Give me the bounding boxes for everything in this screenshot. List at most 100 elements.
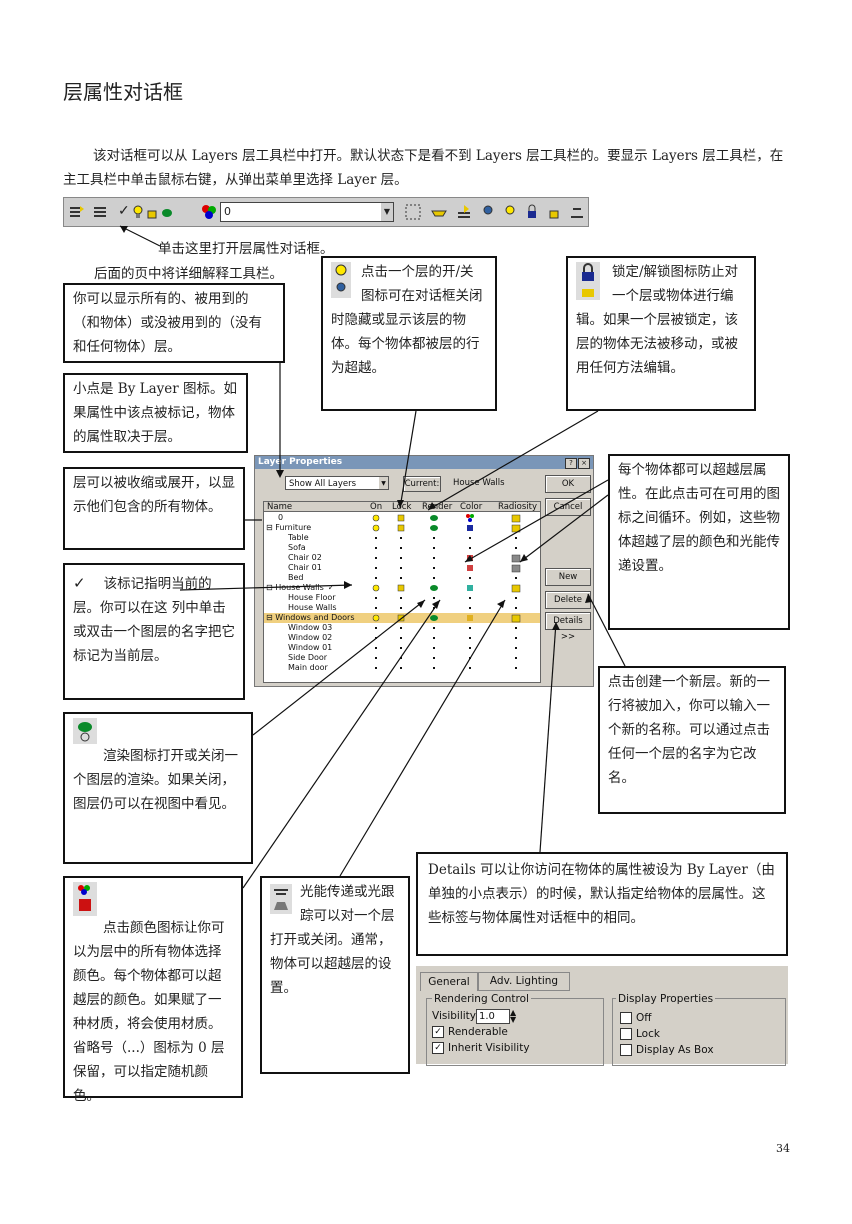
ok-button[interactable]: OK: [545, 475, 591, 493]
checkbox-icon[interactable]: ✓: [432, 1042, 444, 1054]
by-layer-dot[interactable]: [469, 657, 471, 659]
by-layer-dot[interactable]: [400, 547, 402, 549]
select-by-layer-icon[interactable]: [404, 203, 422, 221]
layer-properties-icon[interactable]: [92, 203, 110, 221]
by-layer-dot[interactable]: [469, 547, 471, 549]
by-layer-dot[interactable]: [375, 597, 377, 599]
by-layer-dot[interactable]: [433, 547, 435, 549]
by-layer-dot[interactable]: [515, 647, 517, 649]
current-button[interactable]: Current:: [403, 476, 441, 492]
by-layer-dot[interactable]: [400, 577, 402, 579]
lock-closed-icon[interactable]: [526, 203, 538, 221]
by-layer-dot[interactable]: [469, 537, 471, 539]
chevron-down-icon[interactable]: ▼: [381, 203, 393, 221]
by-layer-dot[interactable]: [400, 597, 402, 599]
layer-manager-icon[interactable]: [68, 203, 86, 221]
close-icon[interactable]: ×: [578, 458, 590, 469]
by-layer-dot[interactable]: [400, 607, 402, 609]
by-layer-dot[interactable]: [375, 607, 377, 609]
by-layer-dot[interactable]: [469, 667, 471, 669]
by-layer-dot[interactable]: [469, 647, 471, 649]
by-layer-dot[interactable]: [433, 567, 435, 569]
object-row[interactable]: Bed: [288, 573, 304, 582]
by-layer-dot[interactable]: [375, 627, 377, 629]
lock-checkbox[interactable]: Lock: [620, 1028, 660, 1040]
by-layer-dot[interactable]: [400, 657, 402, 659]
details-button[interactable]: Details >>: [545, 612, 591, 642]
by-layer-dot[interactable]: [515, 667, 517, 669]
chevron-down-icon[interactable]: ▼: [379, 477, 388, 489]
by-layer-dot[interactable]: [375, 547, 377, 549]
object-row[interactable]: Chair 01: [288, 563, 322, 572]
by-layer-dot[interactable]: [515, 577, 517, 579]
by-layer-dot[interactable]: [469, 597, 471, 599]
inherit-visibility-checkbox[interactable]: ✓Inherit Visibility: [432, 1042, 530, 1054]
lock-open-icon[interactable]: [548, 203, 560, 221]
off-checkbox[interactable]: Off: [620, 1012, 652, 1024]
by-layer-dot[interactable]: [400, 647, 402, 649]
by-layer-dot[interactable]: [469, 637, 471, 639]
tab-adv-lighting[interactable]: Adv. Lighting: [478, 972, 570, 991]
by-layer-dot[interactable]: [375, 577, 377, 579]
by-layer-dot[interactable]: [400, 537, 402, 539]
radiosity-icon[interactable]: [568, 203, 586, 221]
new-button[interactable]: New: [545, 568, 591, 586]
by-layer-dot[interactable]: [515, 597, 517, 599]
by-layer-dot[interactable]: [515, 657, 517, 659]
add-to-layer-icon[interactable]: [456, 203, 474, 221]
layer-dropdown[interactable]: 0 ▼: [220, 202, 394, 222]
object-row[interactable]: House Floor: [288, 593, 336, 602]
by-layer-dot[interactable]: [515, 607, 517, 609]
by-layer-dot[interactable]: [400, 637, 402, 639]
checkbox-icon[interactable]: [620, 1012, 632, 1024]
by-layer-dot[interactable]: [400, 557, 402, 559]
show-layers-select[interactable]: Show All Layers ▼: [285, 476, 389, 490]
visibility-spinner[interactable]: ▲▼: [510, 1008, 517, 1024]
by-layer-dot[interactable]: [433, 637, 435, 639]
object-row[interactable]: Sofa: [288, 543, 306, 552]
help-icon[interactable]: ?: [565, 458, 577, 469]
by-layer-dot[interactable]: [515, 637, 517, 639]
by-layer-dot[interactable]: [375, 667, 377, 669]
by-layer-dot[interactable]: [433, 667, 435, 669]
by-layer-dot[interactable]: [400, 667, 402, 669]
checkbox-icon[interactable]: ✓: [432, 1026, 444, 1038]
renderable-checkbox[interactable]: ✓Renderable: [432, 1026, 508, 1038]
checkbox-icon[interactable]: [620, 1028, 632, 1040]
by-layer-dot[interactable]: [433, 657, 435, 659]
checkbox-icon[interactable]: [620, 1044, 632, 1056]
by-layer-dot[interactable]: [400, 627, 402, 629]
by-layer-dot[interactable]: [469, 627, 471, 629]
layer-stack-icon[interactable]: [430, 203, 448, 221]
by-layer-dot[interactable]: [433, 647, 435, 649]
bulb-on-icon[interactable]: [504, 203, 516, 221]
by-layer-dot[interactable]: [433, 557, 435, 559]
delete-button[interactable]: Delete: [545, 591, 591, 609]
by-layer-dot[interactable]: [515, 547, 517, 549]
by-layer-dot[interactable]: [433, 627, 435, 629]
by-layer-dot[interactable]: [375, 637, 377, 639]
bulb-blue-icon[interactable]: [482, 203, 494, 221]
by-layer-dot[interactable]: [433, 607, 435, 609]
cancel-button[interactable]: Cancel: [545, 498, 591, 516]
by-layer-dot[interactable]: [515, 537, 517, 539]
by-layer-dot[interactable]: [515, 627, 517, 629]
layer-row[interactable]: 0: [278, 513, 284, 522]
visibility-input[interactable]: 1.0: [476, 1009, 510, 1024]
object-row[interactable]: Table: [288, 533, 309, 542]
by-layer-dot[interactable]: [375, 557, 377, 559]
by-layer-dot[interactable]: [375, 657, 377, 659]
by-layer-dot[interactable]: [400, 567, 402, 569]
tab-general[interactable]: General: [420, 972, 478, 991]
layer-row[interactable]: ⊟ Furniture: [266, 523, 312, 532]
by-layer-dot[interactable]: [433, 597, 435, 599]
by-layer-dot[interactable]: [433, 577, 435, 579]
col-on[interactable]: On: [370, 502, 383, 512]
by-layer-dot[interactable]: [375, 647, 377, 649]
by-layer-dot[interactable]: [375, 567, 377, 569]
by-layer-dot[interactable]: [469, 607, 471, 609]
by-layer-dot[interactable]: [375, 537, 377, 539]
display-as-box-checkbox[interactable]: Display As Box: [620, 1044, 714, 1056]
object-row[interactable]: Chair 02: [288, 553, 322, 562]
col-name[interactable]: Name: [267, 502, 293, 512]
